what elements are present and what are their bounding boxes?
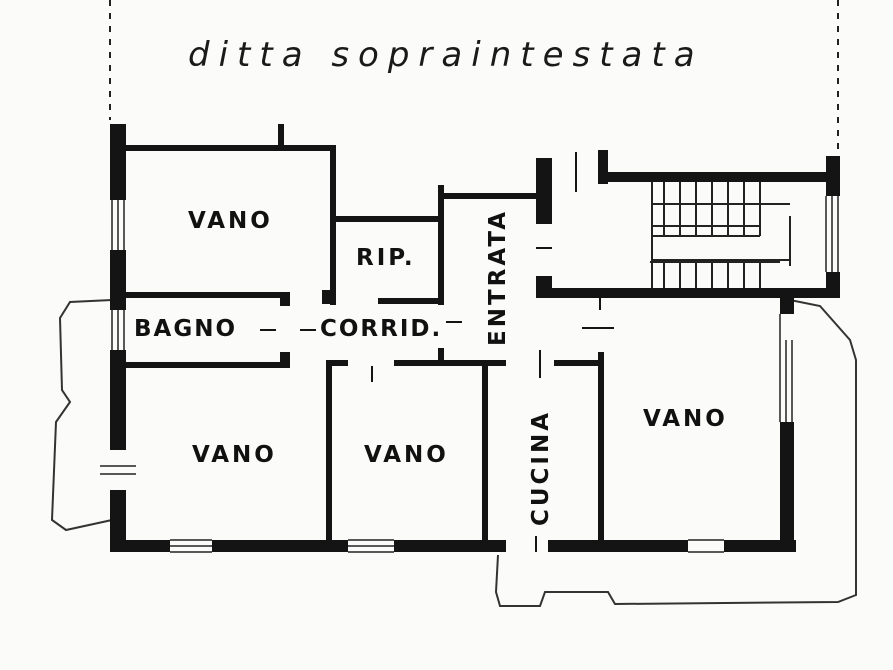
header-text: ditta sopraintestata bbox=[188, 35, 704, 75]
room-label-corrid: CORRID. bbox=[320, 316, 442, 342]
room-label-vano-right: VANO bbox=[643, 406, 728, 432]
room-label-vano-bottom-left: VANO bbox=[192, 442, 277, 468]
windows bbox=[100, 196, 839, 553]
exterior-walls bbox=[110, 124, 840, 552]
room-label-rip: RIP. bbox=[356, 245, 416, 271]
room-label-entrata: ENTRATA bbox=[485, 209, 511, 346]
stairwell bbox=[650, 182, 791, 288]
balcony-outlines bbox=[50, 299, 857, 607]
room-label-vano-top-left: VANO bbox=[188, 208, 273, 234]
interior-walls bbox=[124, 124, 840, 542]
room-label-cucina: CUCINA bbox=[528, 410, 554, 526]
property-boundary bbox=[109, 0, 839, 160]
door-marks bbox=[260, 152, 614, 552]
room-label-bagno: BAGNO bbox=[134, 316, 237, 342]
room-label-vano-bottom-middle: VANO bbox=[364, 442, 449, 468]
